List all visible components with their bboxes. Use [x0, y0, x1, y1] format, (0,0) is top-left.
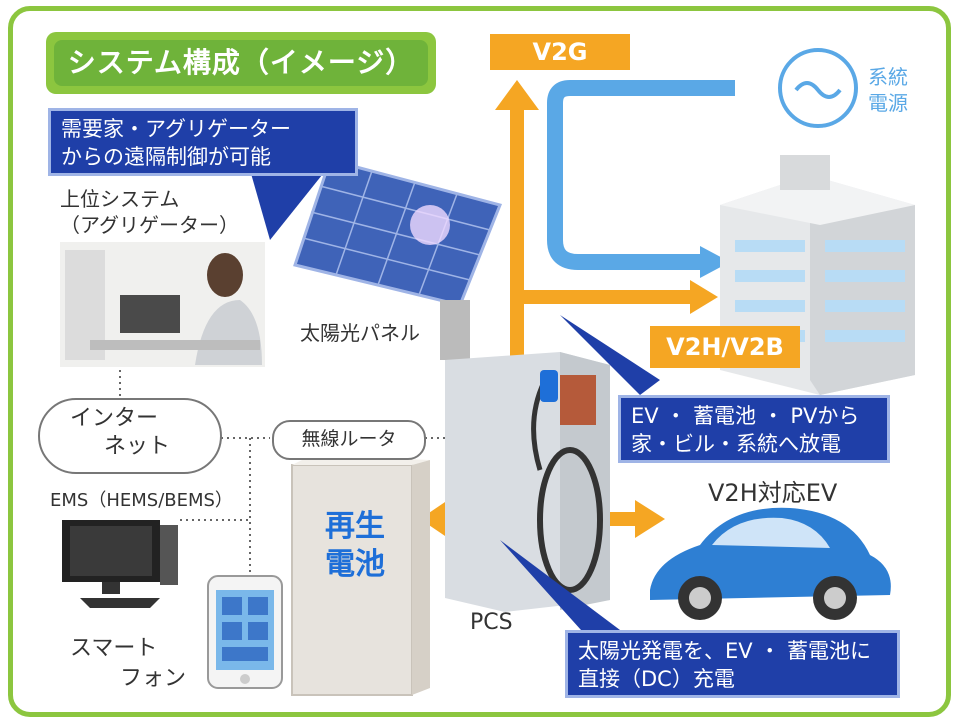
network-lines [119, 370, 445, 580]
remote-control-callout: 需要家・アグリゲーター からの遠隔制御が可能 [48, 108, 358, 176]
dc-callout-pointer [500, 540, 620, 640]
upper-system-line-2: （アグリゲーター） [60, 213, 239, 237]
smartphone-label: スマート フォン [70, 634, 186, 694]
monitor-icon [62, 520, 178, 608]
wireless-router-label: 無線ルータ [272, 420, 426, 460]
grid-source-label: 系統 電源 [868, 64, 908, 116]
v2h-v2b-label: V2H/V2B [650, 326, 800, 368]
smartphone-line-2: フォン [120, 666, 187, 691]
grid-power-line [547, 80, 735, 270]
internet-cloud [38, 398, 222, 474]
dc-charge-line-2: 直接（DC）充電 [578, 667, 735, 691]
internet-line-2: ネット [104, 434, 171, 459]
battery-cabinet-icon [291, 455, 430, 696]
smartphone-icon [207, 575, 283, 689]
discharge-callout: EV ・ 蓄電池 ・ PVから 家・ビル・系統へ放電 [618, 395, 890, 463]
diagram-title: システム構成（イメージ） [54, 40, 428, 86]
sine-icon [794, 81, 842, 99]
grid-label-line-1: 系統 [868, 65, 908, 89]
ems-label: EMS（HEMS/BEMS） [50, 490, 233, 511]
battery-line-1: 再生 [325, 509, 385, 544]
remote-callout-pointer [250, 165, 330, 240]
dc-charge-line-1: 太陽光発電を、EV ・ 蓄電池に [578, 639, 871, 663]
grid-label-line-2: 電源 [868, 91, 908, 115]
solar-panel-icon [293, 158, 503, 360]
discharge-line-2: 家・ビル・系統へ放電 [631, 432, 841, 456]
pcs-cabinet-icon [445, 352, 610, 612]
battery-label: 再生 電池 [325, 508, 385, 584]
ev-label: V2H対応EV [708, 479, 838, 507]
ev-car-icon [650, 507, 891, 620]
upper-system-label: 上位システム （アグリゲーター） [60, 186, 239, 238]
internet-label: インター ネット [70, 405, 170, 461]
pcs-label: PCS [470, 610, 513, 635]
solar-panel-label: 太陽光パネル [300, 321, 420, 345]
discharge-callout-pointer [560, 315, 660, 395]
remote-callout-line-2: からの遠隔制御が可能 [61, 145, 271, 169]
smartphone-line-1: スマート [70, 636, 158, 661]
dc-charge-callout: 太陽光発電を、EV ・ 蓄電池に 直接（DC）充電 [565, 630, 900, 698]
battery-line-2: 電池 [325, 547, 385, 582]
operator-photo [60, 242, 265, 367]
v2g-label: V2G [490, 34, 630, 70]
remote-callout-line-1: 需要家・アグリゲーター [61, 117, 291, 141]
discharge-line-1: EV ・ 蓄電池 ・ PVから [631, 404, 860, 428]
grid-arrow-head [700, 246, 730, 278]
internet-line-1: インター [70, 406, 159, 431]
upper-system-line-1: 上位システム [60, 187, 180, 211]
